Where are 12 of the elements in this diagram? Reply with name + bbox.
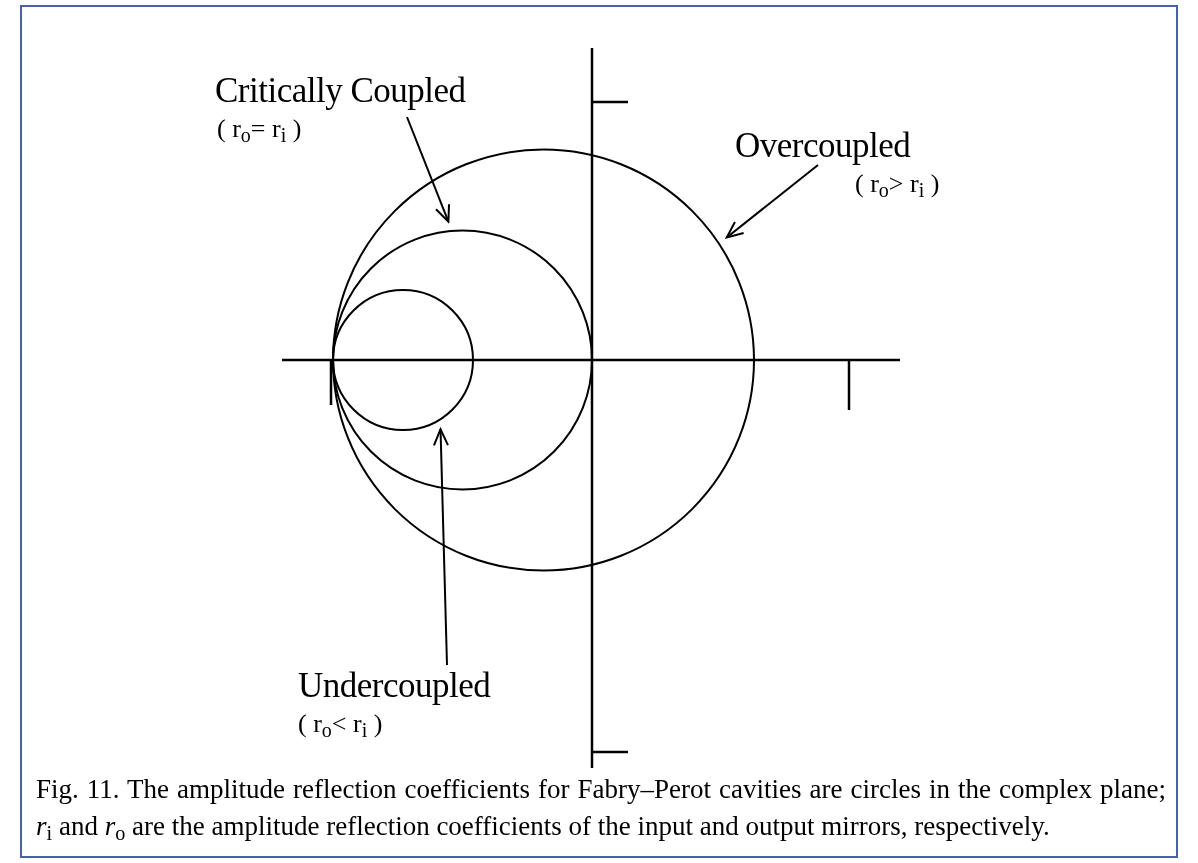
leader-arrow: [725, 164, 819, 239]
curve-label: Overcoupled: [735, 125, 912, 167]
condition-label: ( r$_{o}$< r$_{i}$ ): [298, 708, 384, 741]
condition-label: ( r$_{o}$= r$_{i}$ ): [217, 113, 303, 146]
leader-arrow: [406, 116, 450, 223]
condition-label: ( r$_{o}$> r$_{i}$ ): [855, 168, 940, 201]
figure-caption: Fig. 11. The amplitude reflection coefficients for Fabry–Perot cavities are circles in the complex plane; r$_{i}$ and r$_{o}$ are the amplitude reflection coefficients of the input and output mirrors, respectively.: [36, 773, 1166, 845]
curve-label: Undercoupled: [298, 665, 491, 707]
circle: [332, 289, 474, 431]
curve-label: Critically Coupled: [215, 70, 466, 112]
circle: [332, 229, 593, 491]
leader-arrow: [432, 428, 449, 666]
